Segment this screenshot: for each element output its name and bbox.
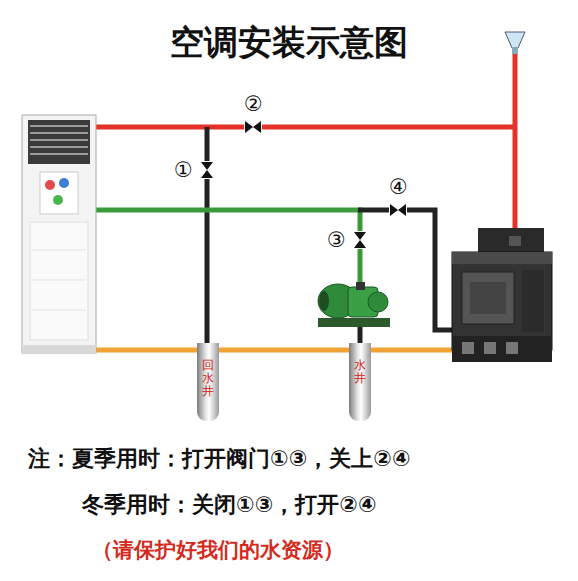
note-line-box: 冬季用时：关闭①③，打开②④	[82, 492, 377, 518]
callout-number: ④	[388, 175, 409, 199]
well-label: 水井	[354, 359, 366, 385]
water-pump	[318, 282, 390, 327]
red-pipe	[513, 52, 518, 240]
valve-symbol	[354, 232, 366, 248]
air-conditioner	[22, 115, 96, 353]
well-label: 回水井	[202, 359, 214, 399]
callout-number: ①	[173, 158, 194, 182]
diagram-title: 空调安装示意图	[0, 20, 578, 66]
valves	[201, 121, 407, 249]
water-well: 回水井	[197, 343, 219, 421]
black-pipe	[205, 127, 210, 350]
expansion-funnel	[505, 32, 525, 54]
water-well: 水井	[349, 343, 371, 421]
green-pipe	[358, 210, 363, 290]
boiler	[452, 228, 552, 362]
callout-number-box: ②	[243, 92, 264, 117]
title-text: 空调安装示意图	[170, 22, 408, 62]
callout-number-box: ④	[388, 175, 409, 200]
valve-symbol	[390, 204, 406, 216]
callout-number-box: ①	[173, 158, 194, 183]
orange-pipe	[95, 348, 458, 353]
note-warning-box: （请保护好我们的水资源）	[92, 538, 344, 563]
green-pipe	[95, 208, 362, 213]
note-line-box: 注：夏季用时：打开阀门①③，关上②④	[28, 446, 411, 472]
valve-symbol	[201, 162, 213, 178]
note-warning: （请保护好我们的水资源）	[92, 538, 344, 562]
note-line: 冬季用时：关闭①③，打开②④	[82, 492, 377, 517]
callout-number: ③	[326, 228, 347, 252]
valve-symbol	[245, 121, 261, 133]
red-pipe	[95, 125, 517, 130]
callout-number-box: ③	[326, 228, 347, 253]
note-line: 注：夏季用时：打开阀门①③，关上②④	[28, 446, 411, 471]
callout-number: ②	[243, 92, 264, 116]
